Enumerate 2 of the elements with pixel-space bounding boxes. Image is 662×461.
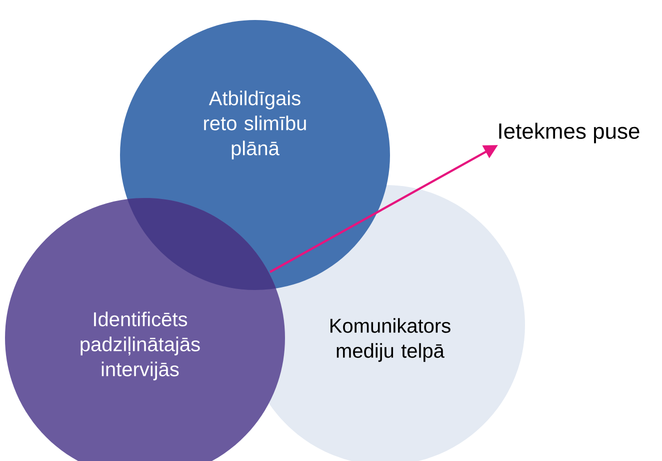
text-label: Ietekmes puse <box>499 122 640 144</box>
circle-label: Komunikators mediju telpā <box>330 318 450 362</box>
